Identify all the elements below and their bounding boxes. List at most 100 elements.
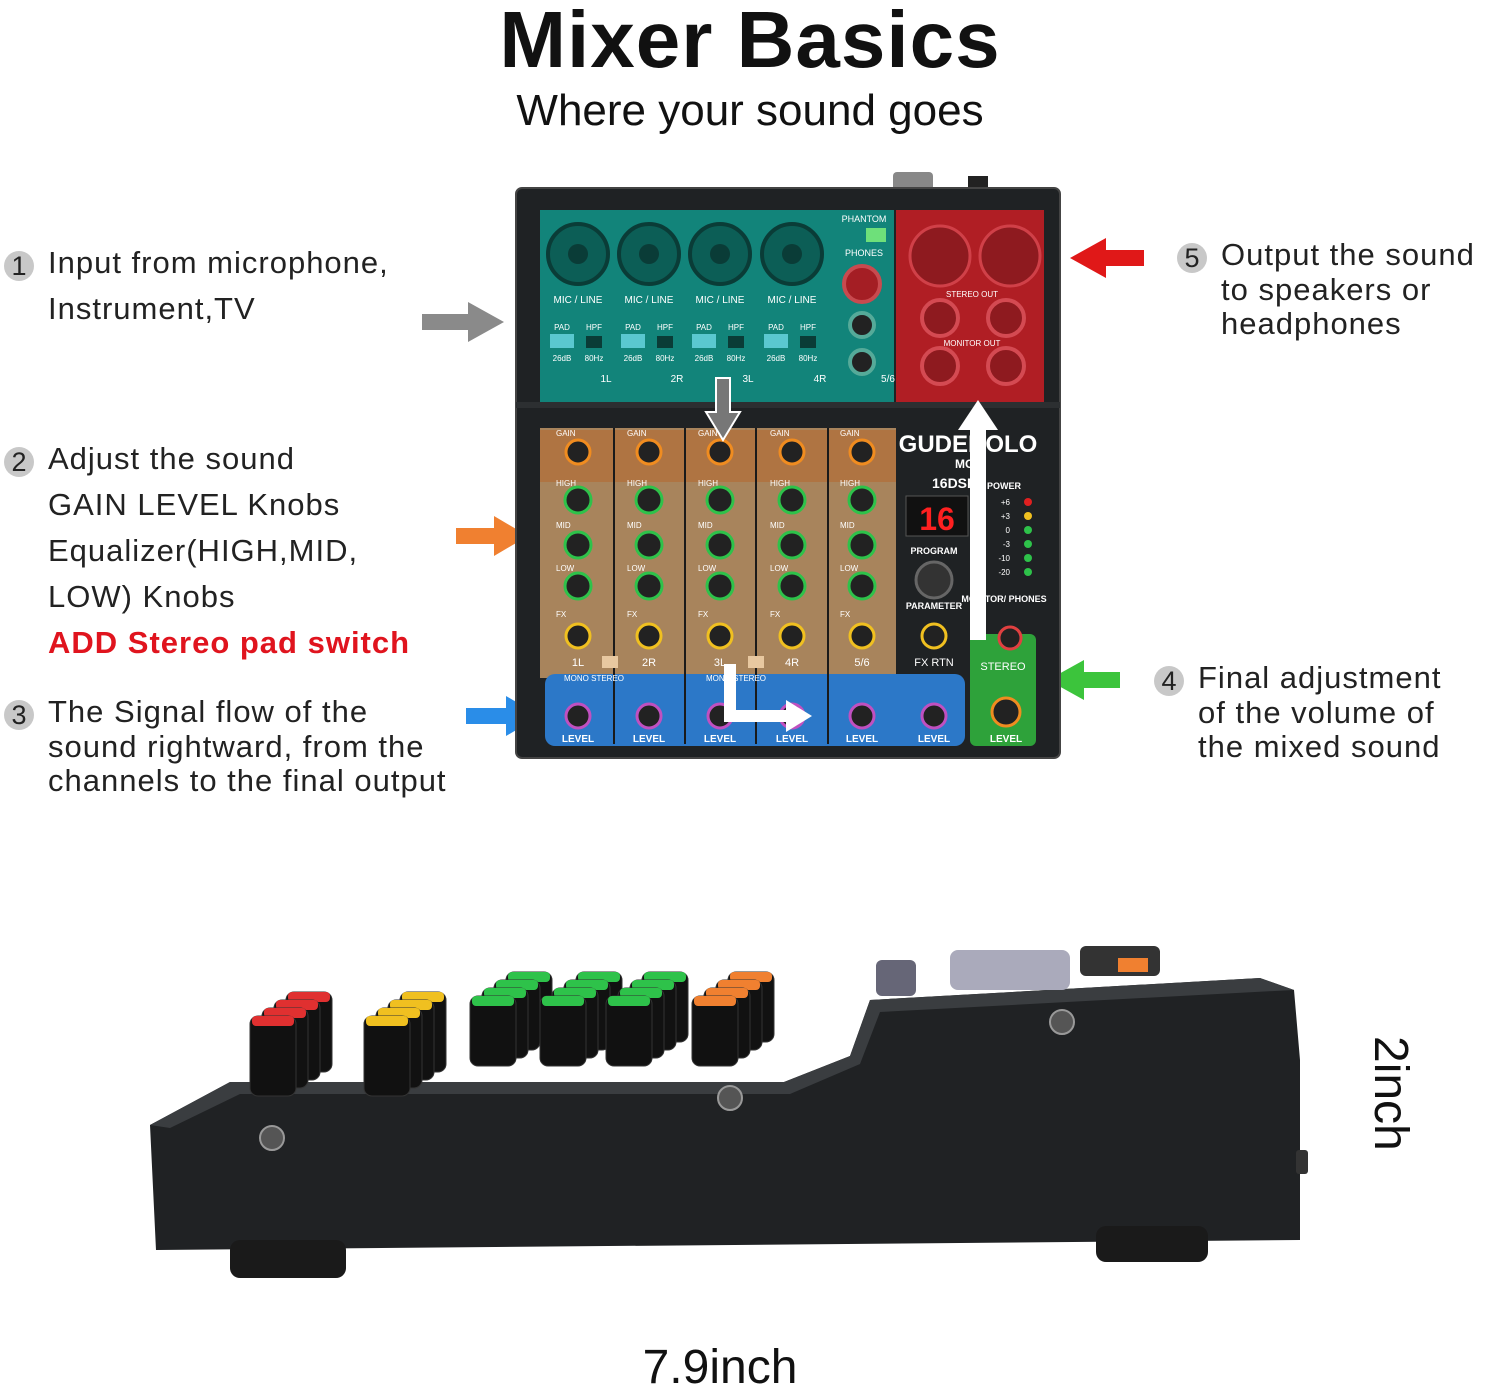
hpf-switch-1 (586, 336, 602, 348)
callout-2-line-4: LOW) Knobs (48, 579, 236, 614)
eq-mid-knob (563, 530, 593, 560)
hpf-value-label: 80Hz (727, 354, 746, 363)
callout-1-text: Input from microphone, Instrument,TV (48, 240, 389, 332)
pad-value-label: 26dB (695, 354, 714, 363)
eq-mid-knob (847, 530, 877, 560)
callout-3-line-3: channels to the final output (48, 763, 447, 798)
fx-knob (635, 622, 663, 650)
side-knob-body (363, 1015, 411, 1097)
parameter-label: PARAMETER (906, 601, 963, 611)
mic-line-label: MIC / LINE (768, 295, 817, 306)
pad-label: PAD (625, 323, 641, 332)
gain-label: GAIN (698, 429, 718, 438)
input-channel-label: 3L (742, 374, 754, 385)
gain-label: GAIN (627, 429, 647, 438)
top-connector-2 (950, 950, 1070, 990)
fx-knob (848, 622, 876, 650)
gain-label: GAIN (840, 429, 860, 438)
fx-rtn-label: FX RTN (914, 657, 954, 669)
program-knob (914, 560, 954, 600)
meter-led (1024, 526, 1032, 534)
callout-2-line-1: Adjust the sound (48, 441, 295, 476)
meter-tick-label: -10 (998, 554, 1010, 563)
strip-channel-label: 4R (785, 657, 799, 669)
side-knob-body (469, 995, 517, 1067)
screw-2 (717, 1085, 743, 1111)
combo-jack-center-1 (568, 244, 588, 264)
dsp-display-value: 16 (919, 501, 955, 537)
fx-label: FX (556, 610, 567, 619)
callout-4-text: Final adjustment of the volume of the mi… (1198, 660, 1441, 765)
arrow-4-icon (1048, 660, 1120, 700)
side-knob-cap (366, 1016, 408, 1026)
phantom-switch (866, 228, 886, 242)
side-jack (1296, 1150, 1308, 1174)
eq-mid-knob (634, 530, 664, 560)
hpf-switch-4 (800, 336, 816, 348)
eq-high-knob (705, 485, 735, 515)
pad-switch-2 (621, 334, 645, 348)
gain-knob (635, 438, 663, 466)
eq-high-knob (634, 485, 664, 515)
phones-label: PHONES (845, 248, 883, 258)
input-channel-label: 2R (671, 374, 684, 385)
callout-2-line-2: GAIN LEVEL Knobs (48, 487, 341, 522)
monitor-out-label: MONITOR OUT (944, 339, 1001, 348)
meter-led (1024, 554, 1032, 562)
gain-label: GAIN (556, 429, 576, 438)
callout-5-line-2: to speakers or (1221, 271, 1432, 307)
eq-low-knob (777, 571, 807, 601)
level-knob (564, 702, 592, 730)
stereo-out-label: STEREO OUT (946, 290, 998, 299)
eq-low-knob (634, 571, 664, 601)
combo-jack-center-4 (782, 244, 802, 264)
strip-channel-label: 5/6 (854, 657, 869, 669)
level-knob (635, 702, 663, 730)
mid-label: MID (770, 521, 785, 530)
side-body (150, 978, 1300, 1250)
strip-channel-label: 3L (714, 657, 726, 669)
combo-jack-center-3 (710, 244, 730, 264)
level-label: LEVEL (776, 734, 808, 745)
arrow-1-icon (422, 302, 504, 342)
flow-arrow-right-head-icon (786, 700, 812, 732)
callout-3-text: The Signal flow of the sound rightward, … (48, 694, 447, 799)
hpf-label: HPF (586, 323, 602, 332)
flow-arrow-down-icon (704, 377, 742, 442)
level-label: LEVEL (918, 734, 950, 745)
eq-high-knob (847, 485, 877, 515)
side-knob-cap (252, 1016, 294, 1026)
xlr-output-2 (978, 224, 1042, 288)
eq-low-knob (847, 571, 877, 601)
eq-low-knob (563, 571, 593, 601)
eq-high-knob (563, 485, 593, 515)
fx-label: FX (698, 610, 709, 619)
fx-label: FX (627, 610, 638, 619)
low-label: LOW (840, 564, 859, 573)
hpf-value-label: 80Hz (799, 354, 818, 363)
trs-output-1 (920, 298, 960, 338)
monitor-phones-label: MONITOR/ PHONES (961, 594, 1046, 604)
high-label: HIGH (556, 479, 576, 488)
side-knobs (249, 971, 775, 1097)
input-channel-label: 4R (814, 374, 827, 385)
side-knob-body (691, 995, 739, 1067)
strip-channel-label: 2R (642, 657, 656, 669)
meter-led (1024, 540, 1032, 548)
power-switch (968, 176, 988, 190)
hpf-label: HPF (657, 323, 673, 332)
low-label: LOW (627, 564, 646, 573)
foot-right (1096, 1226, 1208, 1262)
strip-channel-label: 1L (572, 657, 584, 669)
stereo-pad-switch-1 (602, 656, 618, 668)
pad-label: PAD (554, 323, 570, 332)
callout-4-number: 4 (1154, 666, 1184, 696)
meter-led (1024, 512, 1032, 520)
phantom-label: PHANTOM (842, 214, 887, 224)
screw-1 (259, 1125, 285, 1151)
high-label: HIGH (627, 479, 647, 488)
master-section-overlay (970, 634, 1036, 746)
eq-high-knob (777, 485, 807, 515)
callout-4-line-3: the mixed sound (1198, 729, 1441, 764)
